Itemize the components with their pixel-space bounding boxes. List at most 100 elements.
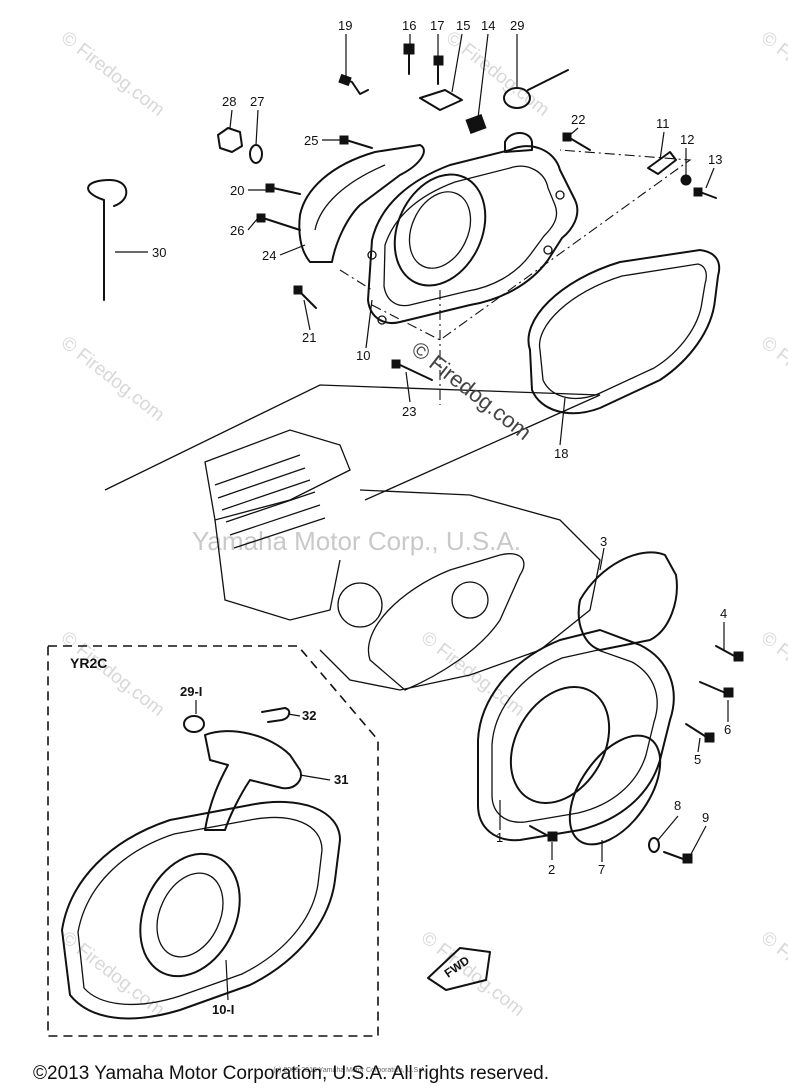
bolt-20-head — [265, 183, 275, 193]
yr2c-inset: YR2C — [47, 645, 379, 1037]
callout-29-1: 29-I — [180, 684, 202, 699]
crankcase-cover-right — [367, 145, 579, 324]
washer-27 — [249, 144, 263, 164]
washer-8 — [648, 837, 660, 853]
watermark-firedog: © Firedog.com — [442, 27, 553, 120]
watermark-firedog: © Firedog.com — [57, 927, 168, 1020]
crankcase-hole — [451, 581, 489, 619]
watermark-firedog-center: © Firedog.com — [407, 336, 536, 445]
callout-21: 21 — [302, 330, 316, 345]
bolt-25-head — [339, 135, 349, 145]
bolt-6-head — [723, 687, 734, 698]
callout-28: 28 — [222, 94, 236, 109]
callout-numbers: 19 16 17 15 14 29 28 27 25 22 11 12 13 2… — [152, 18, 731, 1017]
watermark-firedog: © Firedog.com — [417, 927, 528, 1020]
bolt-17-head — [433, 55, 444, 66]
callout-2: 2 — [548, 862, 555, 877]
alignment-outline — [104, 384, 601, 501]
crankcase-gasket — [367, 553, 525, 691]
cylinder-fins — [214, 454, 326, 549]
bolt-20 — [272, 187, 301, 195]
bolt-16-head — [403, 43, 415, 55]
callout-10: 10 — [356, 348, 370, 363]
callout-29: 29 — [510, 18, 524, 33]
clutch-housing-inner — [408, 191, 472, 269]
callout-19: 19 — [338, 18, 352, 33]
footer-fine-print: (c) 2005-2015 Yamaha Motor Corporation, … — [273, 1067, 427, 1074]
screw-19-head — [338, 73, 352, 87]
bolt-23 — [397, 363, 433, 381]
cover-bolt-hole — [377, 315, 387, 325]
bolt-21 — [299, 291, 317, 309]
watermark-firedog: © Firedog.com — [57, 332, 168, 425]
callout-8: 8 — [674, 798, 681, 813]
pin-30 — [87, 179, 128, 301]
callout-7: 7 — [598, 862, 605, 877]
bolt-5 — [685, 723, 709, 739]
small-parts-top — [217, 43, 717, 381]
bolt-5-head — [704, 732, 715, 743]
generator-cover-rim — [491, 649, 658, 823]
bolt-22 — [567, 136, 591, 151]
callout-30: 30 — [152, 245, 166, 260]
engine-block — [104, 384, 601, 691]
callout-18: 18 — [554, 446, 568, 461]
cover-gasket-inner — [538, 263, 707, 400]
callout-22: 22 — [571, 112, 585, 127]
cover-10-1-inner — [156, 872, 224, 958]
alignment-line — [371, 149, 692, 341]
cover-plate — [298, 144, 425, 263]
right-crankcase-cover-assembly — [298, 132, 692, 405]
oil-filler-boss — [504, 132, 533, 153]
watermark-firedog: © Firedog.com — [757, 627, 788, 720]
callout-24: 24 — [262, 248, 276, 263]
generator-window — [509, 685, 611, 805]
callout-13: 13 — [708, 152, 722, 167]
fwd-arrow-shape — [427, 947, 491, 991]
callout-11: 11 — [656, 116, 670, 131]
callout-1: 1 — [496, 830, 503, 845]
bracket-11 — [647, 151, 677, 175]
bolt-2-head — [547, 831, 558, 842]
bolt-26 — [262, 217, 301, 231]
plate-7 — [568, 734, 662, 846]
bolt-22-head — [562, 132, 572, 142]
pin-30-loop — [87, 179, 128, 207]
cover-3 — [577, 551, 678, 651]
cover-bolt-hole — [543, 245, 553, 255]
cover-gasket — [527, 249, 721, 415]
leader-lines — [115, 33, 729, 1001]
footer-copyright: ©2013 Yamaha Motor Corporation, U.S.A. A… — [33, 1063, 549, 1084]
washer-12 — [680, 174, 692, 186]
screw-9 — [663, 851, 687, 861]
bolt-6 — [699, 681, 729, 695]
bolt-13 — [699, 191, 717, 199]
callout-26: 26 — [230, 223, 244, 238]
callout-17: 17 — [430, 18, 444, 33]
watermark-firedog: © Firedog.com — [757, 332, 788, 425]
watermark-firedog: © Firedog.com — [57, 27, 168, 120]
generator-cover-1 — [477, 629, 675, 842]
callout-23: 23 — [402, 404, 416, 419]
cover-inner-rim — [383, 165, 558, 307]
cover-10-1-rim — [77, 816, 323, 1005]
bolt-21-head — [293, 285, 303, 295]
callout-10-1: 10-I — [212, 1002, 234, 1017]
callout-15: 15 — [456, 18, 470, 33]
cylinder-head — [204, 429, 351, 521]
bolt-25 — [345, 139, 373, 149]
alignment-line — [339, 269, 373, 291]
watermark-firedog: © Firedog.com — [757, 927, 788, 1020]
cover-plate-rib — [314, 164, 386, 231]
dipstick — [527, 69, 569, 91]
bolt-4-head — [733, 651, 744, 662]
cover-bolt-hole — [367, 250, 377, 260]
callout-6: 6 — [724, 722, 731, 737]
inset-label: YR2C — [70, 655, 107, 671]
bracket-15 — [419, 89, 463, 111]
watermark-layer: © Firedog.com © Firedog.com © Firedog.co… — [57, 27, 788, 1020]
clip-32 — [261, 707, 291, 723]
cap-29-1 — [183, 715, 205, 733]
callout-20: 20 — [230, 183, 244, 198]
